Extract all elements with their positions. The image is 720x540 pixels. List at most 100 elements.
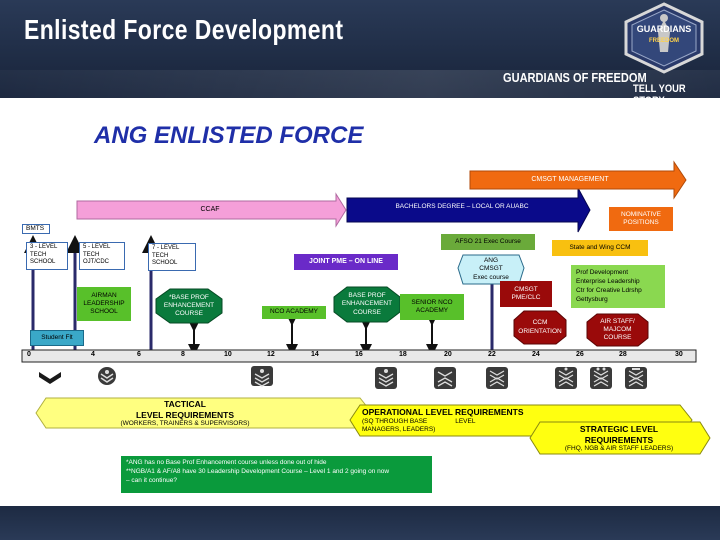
header-shine: [0, 70, 720, 98]
master-sergeant-stripes-icon: [434, 367, 456, 389]
note-3: – can it continue?: [126, 476, 177, 484]
tick-10: 10: [224, 351, 232, 358]
tech-sergeant-stripes-icon: [375, 367, 397, 389]
tick-6: 6: [137, 351, 141, 358]
level7-box: 7 - LEVEL TECH SCHOOL: [148, 243, 196, 271]
level5-box: 5 - LEVEL TECH OJT/CDC: [79, 242, 125, 270]
emblem-subtext: FREEDOM: [649, 38, 679, 44]
nco-academy-box: NCO ACADEMY: [262, 306, 326, 319]
base-prof-2-label: BASE PROF ENHANCEMENT COURSE: [334, 289, 400, 320]
level7-line3: SCHOOL: [152, 260, 178, 266]
base-prof-octagon-2: [333, 286, 401, 323]
cmsgt-pme-line1: CMSGT: [514, 285, 538, 293]
airman-leadership-box: AIRMAN LEADERSHIP SCHOOL: [77, 287, 131, 321]
notes-box: *ANG has no Base Prof Enhancement course…: [121, 456, 432, 493]
cmsgt-pme-line2: PME/CLC: [511, 294, 541, 301]
emblem-text: GUARDIANS: [637, 24, 692, 34]
prof-dev-line2: Enterprise Leadership: [576, 278, 640, 286]
nominative-line1: NOMINATIVE: [621, 210, 661, 218]
tick-26: 26: [576, 351, 584, 358]
ccm-orientation-octagon: [513, 310, 567, 345]
tactical-label: TACTICAL LEVEL REQUIREMENTS (WORKERS, TR…: [50, 399, 320, 427]
prof-dev-line1: Prof Development: [576, 269, 629, 276]
tactical-title-line2: LEVEL REQUIREMENTS: [135, 409, 235, 420]
level7-line2: TECH: [152, 252, 169, 259]
ccaf-arrow: [76, 192, 347, 228]
air-staff-line3: COURSE: [603, 334, 632, 342]
operational-title: OPERATIONAL LEVEL REQUIREMENTS: [362, 407, 524, 417]
subtagline: TELL YOUR STORY: [633, 83, 686, 98]
bpec2-line1: BASE PROF: [348, 292, 386, 300]
rank-insignia: [39, 366, 647, 389]
ccaf-label: CCAF: [200, 205, 220, 213]
als-line3: SCHOOL: [90, 308, 118, 316]
level3-line2: TECH: [30, 251, 47, 258]
bpec1-line3: COURSE: [175, 310, 203, 318]
airman-chevron-icon: [39, 372, 61, 384]
air-staff-line1: AIR STAFF/: [600, 317, 635, 325]
tagline: GUARDIANS OF FREEDOM: [503, 70, 647, 85]
strategic-label: STRATEGIC LEVEL REQUIREMENTS (FHQ, NGB &…: [536, 424, 702, 453]
snco-line2: ACADEMY: [415, 307, 449, 314]
ang-cmsgt-label: ANG CMSGT Exec course: [458, 256, 524, 283]
prof-dev-line4: Gettysburg: [576, 296, 608, 304]
senior-airman-stripes-icon: [98, 367, 116, 385]
ccm-orientation-label: CCM ORIENTATION: [514, 312, 566, 343]
bpec1-line2: ENHANCEMENT: [163, 301, 215, 309]
guardians-emblem-icon: GUARDIANS FREEDOM: [624, 2, 704, 74]
operational-sub1b: LEVEL: [455, 417, 476, 425]
ang-cmsgt-line1: ANG: [483, 257, 499, 265]
senior-master-sergeant-stripes-icon: [486, 367, 508, 389]
footer-banner: [0, 506, 720, 540]
ang-cmsgt-line2: CMSGT: [479, 265, 503, 273]
chief-master-sergeant-stripes-icon: [555, 367, 577, 389]
timeline-bar: [21, 349, 697, 363]
air-staff-line2: MAJCOM: [603, 325, 632, 333]
bachelors-arrow: [346, 187, 591, 233]
prof-development-box: Prof Development Enterprise Leadership C…: [571, 265, 665, 308]
bpec1-line1: *BASE PROF: [169, 293, 209, 301]
operational-sub1: (SQ THROUGH BASE: [362, 417, 428, 425]
tick-24: 24: [532, 351, 540, 358]
strategic-title-line1: STRATEGIC LEVEL: [579, 424, 659, 435]
senior-nco-box: SENIOR NCO ACADEMY: [400, 294, 464, 320]
base-prof-1-label: *BASE PROF ENHANCEMENT COURSE: [156, 291, 222, 321]
tick-28: 28: [619, 351, 627, 358]
strategic-title-line2: REQUIREMENTS: [584, 434, 654, 445]
state-wing-ccm-box: State and Wing CCM: [552, 240, 648, 256]
tick-8: 8: [181, 351, 185, 358]
page-title: Enlisted Force Development: [24, 14, 344, 45]
snco-line1: SENIOR NCO: [411, 298, 453, 306]
als-line1: AIRMAN: [91, 291, 117, 299]
strategic-sub: (FHQ, NGB & AIR STAFF LEADERS): [564, 444, 674, 452]
base-prof-octagon-1: [155, 288, 223, 324]
student-flt-box: Student Flt: [30, 330, 84, 346]
diagram-title: ANG ENLISTED FORCE: [94, 122, 364, 149]
note-1: *ANG has no Base Prof Enhancement course…: [126, 459, 327, 466]
bpec2-line3: COURSE: [353, 308, 381, 316]
cmsgt-management-label: CMSGT MANAGEMENT: [531, 175, 609, 183]
level3-line1: 3 - LEVEL: [30, 244, 58, 250]
ang-cmsgt-line3: Exec course: [473, 273, 509, 281]
tick-0: 0: [27, 351, 31, 358]
bpec2-line2: ENHANCEMENT: [341, 300, 393, 308]
tick-4: 4: [91, 351, 95, 358]
header-banner: Enlisted Force Development GUARDIANS OF …: [0, 0, 720, 98]
ccm-line2: ORIENTATION: [518, 327, 562, 335]
command-chief-stripes-icon: [590, 367, 612, 389]
cmsaf-stripes-icon: [625, 367, 647, 389]
level3-line3: SCHOOL: [30, 259, 56, 265]
air-staff-octagon: [586, 313, 649, 347]
nominative-box: NOMINATIVE POSITIONS: [609, 207, 673, 231]
note-2: **NGB/A1 & AF/A8 have 30 Leadership Deve…: [126, 467, 390, 475]
tick-20: 20: [444, 351, 452, 358]
tactical-title-line1: TACTICAL: [164, 399, 206, 410]
ccm-line1: CCM: [532, 319, 548, 327]
tactical-sub: (WORKERS, TRAINERS & SUPERVISORS): [120, 419, 250, 427]
staff-sergeant-stripes-icon: [251, 366, 273, 387]
level5-line1: 5 - LEVEL: [83, 244, 111, 250]
afso21-box: AFSO 21 Exec Course: [441, 234, 535, 250]
cmsgt-management-arrow: [469, 160, 687, 200]
strategic-ribbon: [529, 421, 711, 455]
tick-22: 22: [488, 351, 496, 358]
